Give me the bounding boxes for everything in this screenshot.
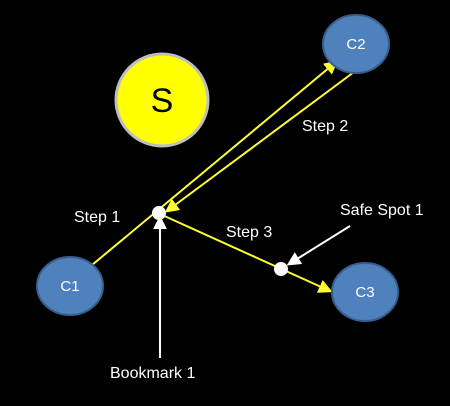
sun-node: S	[114, 52, 210, 148]
c2-ellipse	[322, 14, 390, 74]
c3-node: C3	[331, 262, 399, 322]
step3-path	[159, 213, 333, 293]
c3-label: C3	[355, 284, 374, 301]
step2-label: Step 2	[302, 118, 348, 135]
c1-label: C1	[60, 278, 79, 295]
c2-node: C2	[322, 14, 390, 74]
c1-ellipse	[36, 256, 104, 316]
sun-label: S	[151, 82, 174, 120]
sun-circle	[114, 52, 210, 148]
step3-label: Step 3	[226, 224, 272, 241]
safe-spot-waypoint	[274, 262, 288, 276]
c1-node: C1	[36, 256, 104, 316]
bookmark-label: Bookmark 1	[110, 365, 195, 382]
step1-path	[91, 60, 339, 266]
c2-label: C2	[346, 36, 365, 53]
c3-ellipse	[331, 262, 399, 322]
bookmark-waypoint	[152, 206, 166, 220]
step2-path	[164, 71, 355, 213]
safe-spot-pointer	[286, 225, 351, 266]
step1-label: Step 1	[74, 209, 120, 226]
safe-spot-label: Safe Spot 1	[340, 202, 424, 219]
